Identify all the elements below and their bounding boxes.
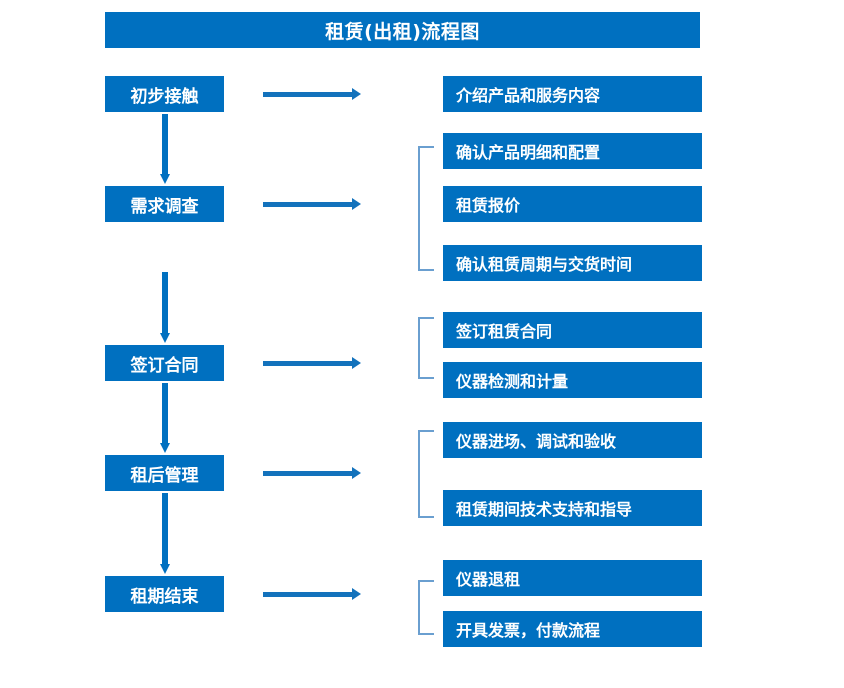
detail-node-8[interactable]: 租赁期间技术支持和指导 [443,490,702,526]
detail-node-2[interactable]: 确认产品明细和配置 [443,133,702,169]
group-bracket-contract [418,317,434,379]
flow-arrow-down-1-2 [160,114,170,184]
detail-node-6[interactable]: 仪器检测和计量 [443,362,702,398]
arrow-head [352,88,361,100]
flow-arrow-down-4-5 [160,493,170,574]
flow-arrow-down-3-4 [160,383,170,453]
arrow-head [160,443,170,453]
arrow-shaft [162,272,168,334]
arrow-shaft [263,592,353,597]
arrow-head [352,588,361,600]
arrow-head [160,564,170,574]
detail-node-9[interactable]: 仪器退租 [443,560,702,596]
flow-arrow-right-3 [263,357,361,369]
chart-title: 租赁(出租)流程图 [105,12,700,48]
flow-arrow-down-2-3 [160,272,170,343]
flow-arrow-right-2 [263,198,361,210]
arrow-head [160,333,170,343]
detail-node-4[interactable]: 确认租赁周期与交货时间 [443,245,702,281]
detail-node-1[interactable]: 介绍产品和服务内容 [443,76,702,112]
stage-node-3[interactable]: 签订合同 [105,345,224,381]
arrow-shaft [263,361,353,366]
arrow-head [352,198,361,210]
stage-node-1[interactable]: 初步接触 [105,76,224,112]
stage-node-4[interactable]: 租后管理 [105,455,224,491]
stage-node-5[interactable]: 租期结束 [105,576,224,612]
arrow-head [352,467,361,479]
flow-arrow-right-5 [263,588,361,600]
arrow-shaft [263,471,353,476]
detail-node-5[interactable]: 签订租赁合同 [443,312,702,348]
flow-arrow-right-4 [263,467,361,479]
arrow-shaft [162,114,168,175]
arrow-shaft [162,493,168,565]
stage-node-2[interactable]: 需求调查 [105,186,224,222]
arrow-head [352,357,361,369]
arrow-shaft [162,383,168,444]
flow-arrow-right-1 [263,88,361,100]
group-bracket-closing [418,580,434,635]
detail-node-7[interactable]: 仪器进场、调试和验收 [443,422,702,458]
group-bracket-requirements [418,146,434,271]
arrow-head [160,174,170,184]
group-bracket-aftercare [418,430,434,518]
arrow-shaft [263,92,353,97]
arrow-shaft [263,202,353,207]
detail-node-3[interactable]: 租赁报价 [443,186,702,222]
detail-node-10[interactable]: 开具发票，付款流程 [443,611,702,647]
